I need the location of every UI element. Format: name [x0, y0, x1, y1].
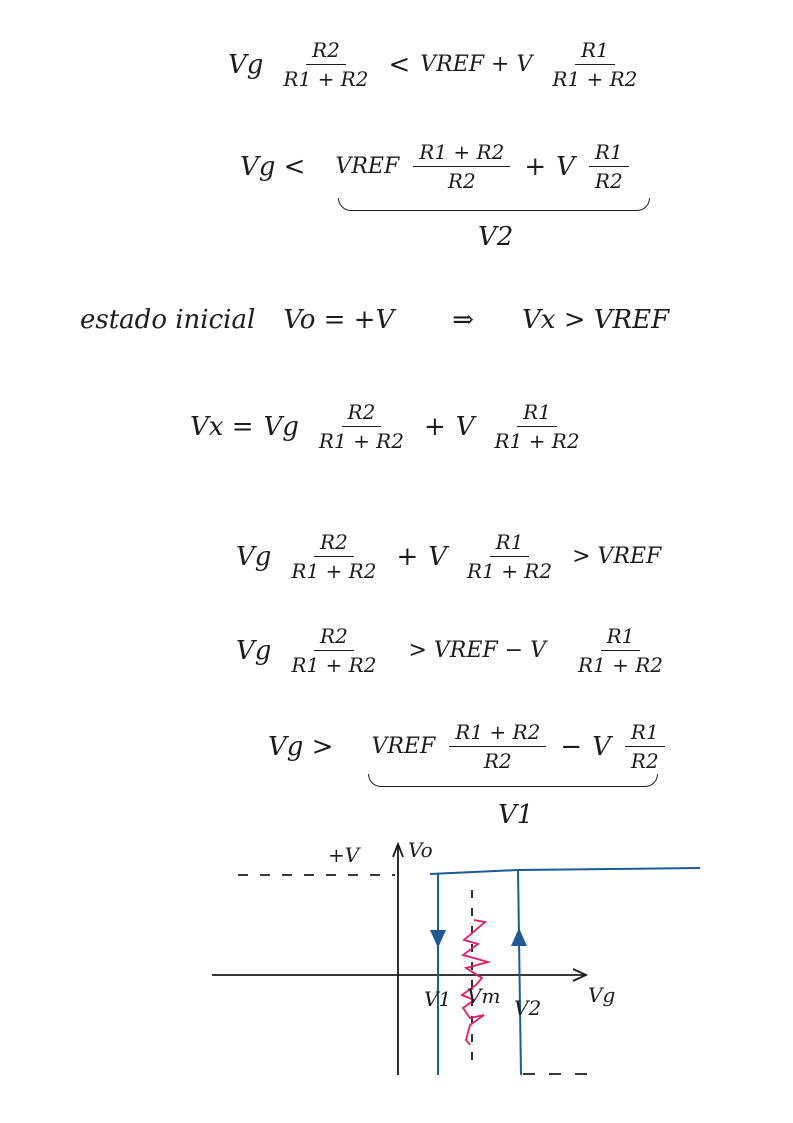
numerator: R1 — [588, 140, 629, 167]
v1-tick-label: V1 — [424, 987, 451, 1011]
operator: < — [388, 49, 411, 80]
y-axis-arrow — [392, 841, 404, 858]
note-text: estado inicial — [80, 305, 256, 335]
term: V — [592, 731, 611, 762]
numerator: R1 — [489, 530, 530, 557]
numerator: R1 + R2 — [449, 720, 547, 747]
term: V — [428, 541, 448, 572]
operator: + — [396, 541, 419, 572]
high-output-line — [429, 867, 701, 875]
denominator: R1 + R2 — [494, 429, 580, 453]
numerator: R2 — [341, 400, 382, 427]
brace-label: V2 — [478, 222, 514, 252]
numerator: R1 + R2 — [413, 140, 511, 167]
v2-transition-line — [517, 869, 522, 1076]
equation-3: estado inicial Vo = +V ⇒ Vx > VREF — [80, 305, 669, 335]
term: Vx > VREF — [522, 305, 670, 335]
numerator: R1 — [517, 400, 557, 427]
term: V — [556, 151, 575, 182]
denominator: R1 + R2 — [291, 559, 377, 583]
down-arrow-icon — [430, 930, 446, 948]
up-arrow-icon — [511, 928, 527, 946]
vm-tick-label: Vm — [467, 984, 500, 1008]
denominator: R1 + R2 — [291, 653, 377, 677]
numerator: R2 — [314, 530, 354, 557]
term: Vg — [236, 541, 272, 572]
term: Vg > — [268, 731, 334, 762]
denominator: R2 — [594, 169, 623, 193]
term: VREF — [335, 154, 400, 179]
denominator: R2 — [447, 169, 476, 193]
term: VREF — [371, 734, 436, 759]
term: Vx = — [190, 411, 254, 442]
denominator: R2 — [483, 749, 512, 773]
term: Vg — [228, 49, 264, 80]
x-axis-arrow — [572, 968, 589, 982]
operator: − — [560, 731, 583, 762]
noise-signal — [460, 919, 492, 1046]
plus-v-label: +V — [328, 843, 362, 867]
numerator: R2 — [306, 38, 346, 65]
term: Vo = +V — [283, 305, 395, 335]
implies-arrow: ⇒ — [452, 305, 475, 335]
term: V — [455, 411, 475, 442]
denominator: R1 + R2 — [577, 653, 664, 677]
term: > VREF — [572, 544, 662, 569]
denominator: R1 + R2 — [318, 429, 404, 453]
v2-tick-label: V2 — [514, 996, 541, 1020]
numerator: R1 — [600, 624, 641, 651]
brace-label: V1 — [498, 800, 534, 830]
term: Vg — [263, 411, 299, 442]
term: > VREF − V — [408, 638, 546, 663]
term: VREF + V — [420, 52, 533, 77]
denominator: R1 + R2 — [283, 67, 369, 91]
denominator: R2 — [630, 749, 659, 773]
term: Vg < — [240, 151, 306, 182]
y-axis-label: Vo — [408, 838, 433, 862]
numerator: R2 — [314, 624, 354, 651]
operator: + — [423, 411, 446, 442]
numerator: R1 — [574, 38, 615, 65]
numerator: R1 — [624, 720, 665, 747]
x-axis-label: Vg — [588, 983, 615, 1007]
denominator: R1 + R2 — [467, 559, 553, 583]
denominator: R1 + R2 — [552, 67, 638, 91]
operator: + — [524, 151, 547, 182]
term: Vg — [236, 635, 272, 666]
